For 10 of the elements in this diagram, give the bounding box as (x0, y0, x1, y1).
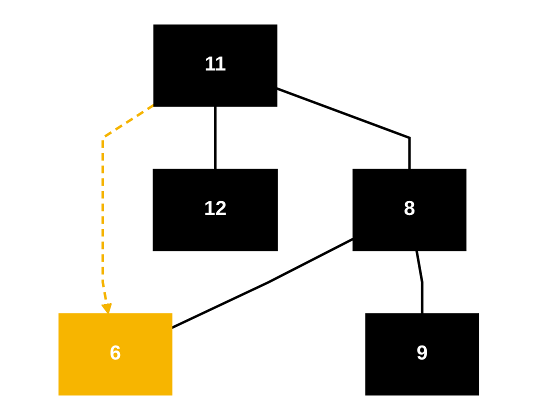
connector (171, 238, 354, 329)
connector (416, 250, 424, 314)
node-box: 6 (58, 313, 173, 396)
node-box: 8 (352, 168, 467, 252)
node-box: 12 (152, 168, 278, 252)
connector (276, 87, 411, 170)
arrow (101, 104, 155, 314)
connector (214, 106, 217, 170)
node-box: 11 (154, 24, 278, 107)
node-box: 9 (365, 313, 480, 396)
